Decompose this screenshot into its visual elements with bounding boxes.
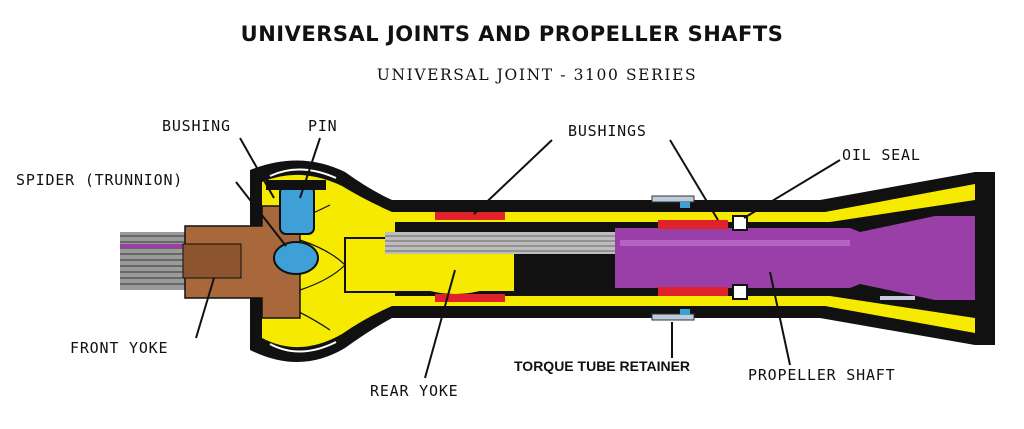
label-propeller-shaft: PROPELLER SHAFT (748, 366, 896, 384)
label-spider: SPIDER (TRUNNION) (16, 171, 184, 189)
pin (279, 185, 315, 235)
bushing-lower-rear (658, 287, 728, 296)
front-yoke (184, 205, 301, 319)
label-pin: PIN (308, 117, 338, 135)
retainer-upper (651, 195, 695, 203)
label-front-yoke: FRONT YOKE (70, 339, 169, 357)
diagram-title: UNIVERSAL JOINTS AND PROPELLER SHAFTS (240, 22, 784, 46)
retainer-lower (651, 313, 695, 321)
propeller-shaft-leader (769, 271, 791, 366)
propeller-shaft (615, 216, 975, 300)
diagram-subtitle: UNIVERSAL JOINT - 3100 SERIES (376, 66, 698, 84)
label-rear-yoke: REAR YOKE (370, 382, 459, 400)
front-yoke-leader (195, 277, 215, 339)
label-bushings: BUSHINGS (568, 122, 647, 140)
bushing-lower-front (435, 294, 505, 302)
bushings-leader-2 (669, 139, 719, 221)
label-oil-seal: OIL SEAL (842, 146, 921, 164)
bushing-upper-front (435, 212, 505, 220)
bushing-leader (239, 137, 275, 199)
propeller-shaft-splines (385, 232, 625, 254)
label-torque-tube-retainer: TORQUE TUBE RETAINER (514, 358, 691, 374)
bushing-upper-rear (658, 220, 728, 229)
bushings-leader-1 (473, 139, 553, 215)
spider-leader (235, 181, 287, 247)
oil-seal-lower (732, 284, 748, 300)
label-bushing: BUSHING (162, 117, 231, 135)
pin-leader (299, 137, 321, 199)
rear-yoke-leader (424, 269, 456, 379)
spider-trunnion (273, 241, 319, 275)
oil-seal-upper (732, 215, 748, 231)
oil-seal-leader (743, 159, 841, 219)
